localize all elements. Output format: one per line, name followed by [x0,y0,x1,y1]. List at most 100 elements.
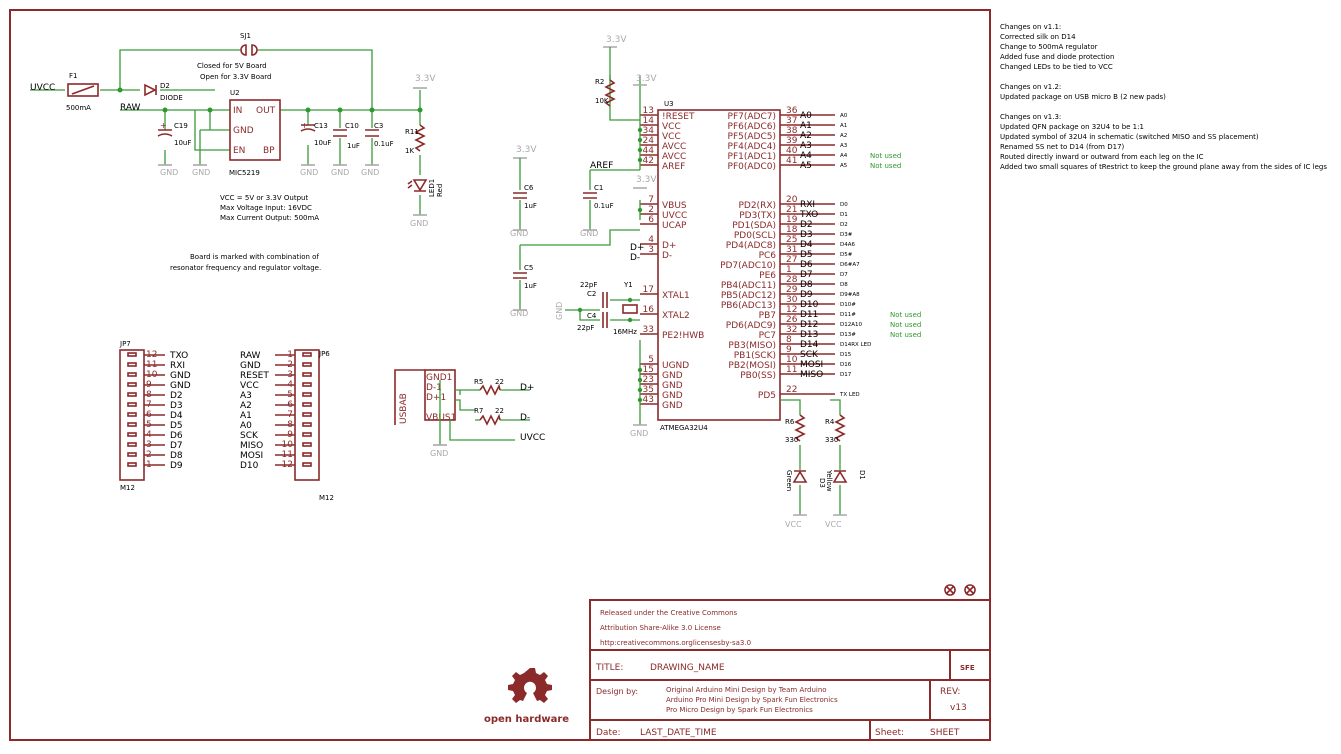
mcu-pin-number: 27 [786,255,797,265]
r11-value: 1K [405,147,414,155]
c13-label: C13 [314,122,328,130]
mcu-pin-name: PB7 [759,311,776,321]
mcu-pin-number: 41 [786,156,797,166]
header-pin-pad [127,382,137,387]
mcu-pin-name: AREF [662,162,685,172]
gnd-c5: GND [510,309,528,318]
gnd-c6: GND [510,229,528,238]
title-block: Released under the Creative Commons Attr… [484,584,991,741]
resistor-r2 [604,79,616,107]
mcu-silk-label: A2 [840,133,847,139]
r4-value: 330 [825,436,838,444]
mcu-pin-number: 9 [786,345,792,355]
d2-value: DIODE [160,94,183,102]
changelog-line: Changes on v1.1: [1000,23,1062,31]
title-label: TITLE: [595,663,623,673]
mcu-pin-name: PB3(MISO) [728,341,776,351]
mcu-pin-number: 31 [786,245,797,255]
vcc-led-a: VCC [785,520,802,529]
mcu-silk-label: D11# [840,312,856,318]
mcu-pin-name: GND [662,371,683,381]
jp6-label: JP6 [318,350,330,358]
mcu-pin-number: 39 [786,136,798,146]
u2-pin-out: OUT [256,106,276,116]
mcu-pin-name: GND [662,391,683,401]
resistors-r6-r4 [794,414,846,442]
gnd-usb: GND [430,449,448,458]
mcu-pin-name: PB0(SS) [740,371,776,381]
fuse-f1 [67,83,99,97]
header-net-label: D8 [170,451,183,461]
header-pin-number: 2 [287,360,293,370]
c2-label: C2 [587,290,596,298]
header-net-label: SCK [240,431,259,441]
usb-pin-dm1: D-1 [426,383,442,393]
r11-label: R11 [405,128,419,136]
mcu-silk-label: A5 [840,163,848,169]
header-pin-number: 1 [146,460,152,470]
rev-label: REV: [940,687,960,697]
mcu-net-label: D4 [800,240,813,250]
svg-text:+: + [301,121,308,130]
header-net-label: GND [240,361,261,371]
changelog-line: Corrected silk on D14 [1000,33,1076,41]
header-pin-pad [127,422,137,427]
header-pin-pad [127,352,137,357]
header-pin-pad [302,352,312,357]
mcu-silk-label: TX LED [839,392,860,398]
sheet-label: Sheet: [875,728,904,738]
mcu-silk-label: A1 [840,123,847,129]
f1-value: 500mA [66,104,91,112]
mcu-pin-name: UCAP [662,221,687,231]
mcu-pin-number: 33 [643,325,654,335]
v33-c6: 3.3V [516,145,537,155]
note-vcc: VCC = 5V or 3.3V Output [220,194,308,202]
header-pin-pad [127,432,137,437]
mcu-silk-label: D10# [840,302,856,308]
mcu-pin-number: 2 [648,205,654,215]
regulator-u2 [229,99,281,161]
header-net-label: MOSI [240,451,263,461]
mcu-silk-label: D9#A8 [840,292,860,298]
mcu-pin-number: 44 [643,146,655,156]
mcu-pin-number: 22 [786,385,797,395]
mcu-pin-number: 1 [786,265,792,275]
r2-value: 10K [595,97,609,105]
d3-label: D3 [818,478,826,488]
mcu-section: U3 ATMEGA32U4 13!RESET14VCC34VCC24AVCC44… [510,35,921,529]
changelog-line: Changed LEDs to be tied to VCC [1000,63,1113,71]
mcu-pin-number: 43 [643,395,654,405]
header-pin-pad [302,382,312,387]
header-pin-pad [127,462,137,467]
header-pin-number: 11 [282,450,293,460]
c4-label: C4 [587,312,597,320]
header-net-label: D2 [170,391,183,401]
r7-label: R7 [474,407,483,415]
mcu-pin-number: 23 [643,375,654,385]
mcu-pin-number: 6 [648,215,654,225]
power-section: F1 500mA UVCC RAW D2 DIODE SJ1 Closed fo… [30,32,444,272]
mcu-pin-number: 18 [786,225,798,235]
mcu-net-label: MISO [800,370,823,380]
header-net-label: D5 [170,421,183,431]
mcu-silk-label: D3# [840,232,853,238]
gnd-u2: GND [192,168,210,177]
r4-label: R4 [825,418,835,426]
header-pin-pad [127,442,137,447]
c6-value: 1uF [524,202,537,210]
mcu-pin-name: GND [662,401,683,411]
mcu-pin-name: PB2(MOSI) [728,361,776,371]
not-used-note: Not used [890,311,921,319]
u2-label: U2 [230,89,240,97]
mcu-pin-number: 16 [643,305,655,315]
license-line-2: Attribution Share-Alike 3.0 License [600,624,721,632]
header-pin-pad [302,442,312,447]
mcu-pin-number: 10 [786,355,798,365]
resistors-r5-r7 [479,383,501,426]
header-pin-number: 7 [287,410,293,420]
header-net-label: TXO [169,351,188,361]
header-net-label: D10 [240,461,259,471]
r7-value: 22 [495,407,504,415]
mcu-pin-number: 36 [786,106,798,116]
